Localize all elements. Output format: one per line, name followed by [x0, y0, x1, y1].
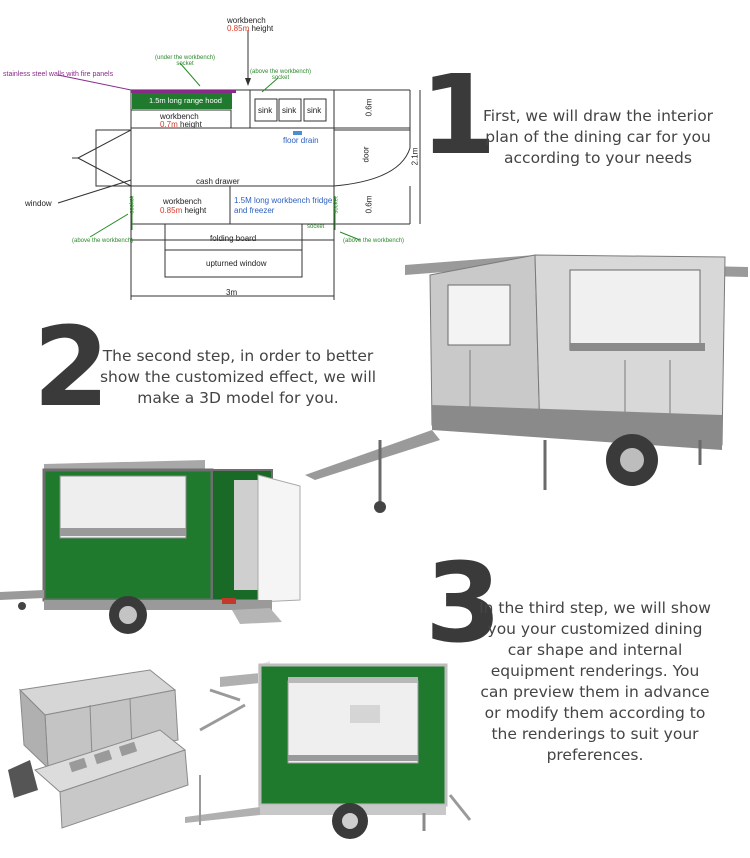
- interior-equipment-render: [0, 660, 250, 830]
- sink-1: sink: [258, 106, 273, 115]
- green-trailer-2-drawing: [185, 661, 472, 839]
- dim-06-bottom: 0.6m: [364, 195, 374, 214]
- socket-left-label: socket: [129, 196, 136, 214]
- gray-trailer-drawing: [305, 254, 748, 513]
- upturned-window-label: upturned window: [206, 259, 267, 268]
- sink-2: sink: [282, 106, 297, 115]
- green-trailer-1-drawing: [0, 460, 301, 634]
- step-2-number: 2: [33, 303, 110, 431]
- workbench-top-label: workbench: [227, 16, 266, 25]
- cash-drawer-label: cash drawer: [196, 177, 240, 186]
- step-2-text: The second step, in order to better show…: [99, 347, 377, 407]
- sink-3: sink: [307, 106, 322, 115]
- socket-above-label: (above the workbench)socket: [250, 69, 312, 81]
- workbench-bottom-label: workbench: [163, 197, 202, 206]
- socket-bottom-right: (above the workbench): [343, 238, 405, 244]
- green-trailer-closed: [180, 655, 475, 845]
- window-label: window: [25, 199, 52, 208]
- dim-06-top: 0.6m: [364, 98, 374, 117]
- step-3-text: In the third step, we will show you your…: [479, 599, 711, 764]
- workbench-top-height: 0.85m height: [227, 24, 274, 33]
- floor-plan-drawing: [57, 30, 421, 300]
- folding-board-label: folding board: [210, 234, 257, 243]
- floor-drain-label: floor drain: [283, 136, 319, 145]
- step-1-number: 1: [420, 51, 497, 179]
- dim-21: 2.1m: [410, 147, 420, 166]
- workbench-mid-height: 0.7m height: [160, 120, 202, 129]
- equipment-drawing: [8, 669, 246, 829]
- socket-right-label: socket: [333, 196, 340, 214]
- socket-under-label: (under the workbench)socket: [155, 55, 216, 67]
- stainless-walls-label: stainless steel walls with fire panels: [3, 71, 114, 78]
- range-hood-label: 1.5m long range hood: [149, 96, 222, 105]
- floor-plan: workbench 0.85m height (under the workbe…: [0, 0, 421, 305]
- dim-3m: 3m: [226, 288, 238, 297]
- step-1-text: First, we will draw the interior plan of…: [482, 107, 714, 167]
- fridge-label: 1.5M long workbench fridge and freezer: [234, 196, 333, 215]
- workbench-mid-label: workbench: [160, 112, 199, 121]
- step-3-number: 3: [425, 539, 502, 667]
- gray-3d-model: [300, 235, 750, 525]
- door-label: door: [361, 146, 371, 163]
- socket-bottom-left: (above the workbench): [72, 238, 134, 244]
- socket-bottom-mid: socket: [307, 224, 325, 230]
- green-trailer-open-door: [0, 450, 310, 640]
- workbench-bottom-height: 0.85m height: [160, 206, 207, 215]
